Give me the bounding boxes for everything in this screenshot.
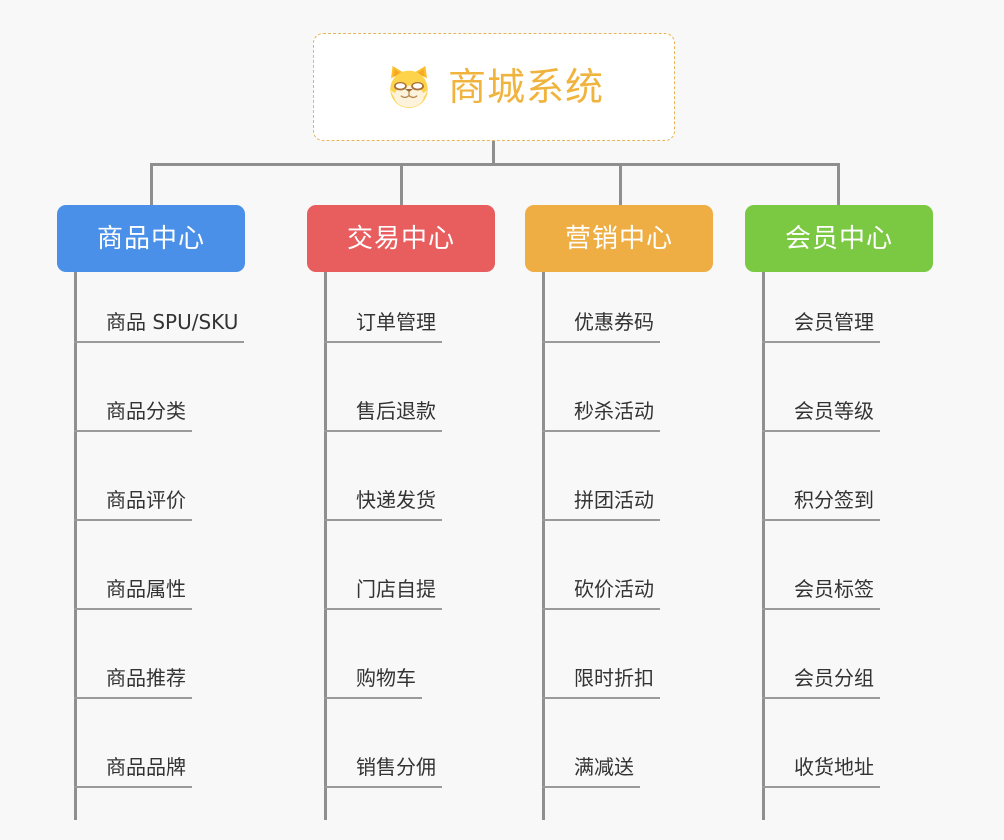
leaf-label: 积分签到 xyxy=(794,488,874,512)
leaf-label: 售后退款 xyxy=(356,399,436,423)
column-spine-3 xyxy=(542,272,545,820)
leaf-label: 商品属性 xyxy=(106,577,186,601)
leaf-label: 销售分佣 xyxy=(356,755,436,779)
leaf-label: 会员管理 xyxy=(794,310,874,334)
leaf-item[interactable]: 会员等级 xyxy=(762,401,880,432)
leaf-item[interactable]: 商品推荐 xyxy=(74,668,192,699)
root-node-title: 商城系统 xyxy=(447,65,604,109)
leaf-underline xyxy=(324,697,422,699)
leaf-item[interactable]: 收货地址 xyxy=(762,757,880,788)
leaf-item[interactable]: 满减送 xyxy=(542,757,640,788)
leaf-underline xyxy=(74,786,192,788)
root-node-content: 商城系统 xyxy=(384,62,604,112)
leaf-item[interactable]: 售后退款 xyxy=(324,401,442,432)
root-node-card[interactable]: 商城系统 xyxy=(313,33,675,141)
leaf-underline xyxy=(542,341,660,343)
leaf-underline xyxy=(542,519,660,521)
connector-drop-3 xyxy=(619,163,622,205)
column-spine-4 xyxy=(762,272,765,820)
leaf-underline xyxy=(762,786,880,788)
category-label-2: 交易中心 xyxy=(346,223,455,254)
leaf-item[interactable]: 商品属性 xyxy=(74,579,192,610)
leaf-label: 门店自提 xyxy=(356,577,436,601)
leaf-item[interactable]: 订单管理 xyxy=(324,312,442,343)
leaf-label: 商品品牌 xyxy=(106,755,186,779)
leaf-label: 商品 SPU/SKU xyxy=(106,310,239,334)
leaf-label: 收货地址 xyxy=(794,755,874,779)
leaf-underline xyxy=(762,519,880,521)
leaf-underline xyxy=(74,430,192,432)
leaf-underline xyxy=(324,430,442,432)
leaf-label: 快递发货 xyxy=(356,488,436,512)
connector-drop-1 xyxy=(150,163,153,205)
leaf-item[interactable]: 拼团活动 xyxy=(542,490,660,521)
leaf-item[interactable]: 优惠券码 xyxy=(542,312,660,343)
shiba-dog-icon xyxy=(384,62,434,112)
category-label-3: 营销中心 xyxy=(564,223,673,254)
leaf-underline xyxy=(74,608,192,610)
leaf-label: 秒杀活动 xyxy=(574,399,654,423)
leaf-underline xyxy=(542,786,640,788)
leaf-label: 限时折扣 xyxy=(574,666,654,690)
leaf-item[interactable]: 商品品牌 xyxy=(74,757,192,788)
connector-root-stem xyxy=(492,141,495,164)
leaf-label: 会员分组 xyxy=(794,666,874,690)
column-spine-1 xyxy=(74,272,77,820)
leaf-underline xyxy=(324,608,442,610)
leaf-item[interactable]: 销售分佣 xyxy=(324,757,442,788)
leaf-item[interactable]: 砍价活动 xyxy=(542,579,660,610)
leaf-item[interactable]: 会员分组 xyxy=(762,668,880,699)
leaf-item[interactable]: 会员管理 xyxy=(762,312,880,343)
category-box-3[interactable]: 营销中心 xyxy=(525,205,713,272)
leaf-label: 商品分类 xyxy=(106,399,186,423)
leaf-item[interactable]: 秒杀活动 xyxy=(542,401,660,432)
leaf-underline xyxy=(762,697,880,699)
column-spine-2 xyxy=(324,272,327,820)
leaf-underline xyxy=(324,519,442,521)
category-box-1[interactable]: 商品中心 xyxy=(57,205,245,272)
leaf-underline xyxy=(542,430,660,432)
leaf-underline xyxy=(74,519,192,521)
leaf-label: 会员等级 xyxy=(794,399,874,423)
connector-drop-2 xyxy=(400,163,403,205)
connector-drop-4 xyxy=(837,163,840,205)
leaf-item[interactable]: 商品评价 xyxy=(74,490,192,521)
leaf-item[interactable]: 商品 SPU/SKU xyxy=(74,312,244,343)
category-box-2[interactable]: 交易中心 xyxy=(307,205,495,272)
leaf-label: 砍价活动 xyxy=(574,577,654,601)
leaf-label: 优惠券码 xyxy=(574,310,654,334)
category-label-4: 会员中心 xyxy=(784,223,893,254)
leaf-underline xyxy=(324,786,442,788)
leaf-underline xyxy=(324,341,442,343)
leaf-item[interactable]: 积分签到 xyxy=(762,490,880,521)
category-label-1: 商品中心 xyxy=(96,223,205,254)
leaf-item[interactable]: 快递发货 xyxy=(324,490,442,521)
leaf-underline xyxy=(74,697,192,699)
leaf-underline xyxy=(542,697,660,699)
leaf-label: 商品评价 xyxy=(106,488,186,512)
leaf-label: 商品推荐 xyxy=(106,666,186,690)
connector-horizontal-bus xyxy=(150,163,840,166)
leaf-underline xyxy=(762,608,880,610)
leaf-label: 拼团活动 xyxy=(574,488,654,512)
leaf-item[interactable]: 购物车 xyxy=(324,668,422,699)
leaf-item[interactable]: 商品分类 xyxy=(74,401,192,432)
leaf-label: 订单管理 xyxy=(356,310,436,334)
category-box-4[interactable]: 会员中心 xyxy=(745,205,933,272)
leaf-underline xyxy=(542,608,660,610)
leaf-underline xyxy=(762,430,880,432)
leaf-label: 满减送 xyxy=(574,755,634,779)
leaf-item[interactable]: 门店自提 xyxy=(324,579,442,610)
leaf-underline xyxy=(74,341,244,343)
leaf-item[interactable]: 会员标签 xyxy=(762,579,880,610)
leaf-label: 购物车 xyxy=(356,666,416,690)
leaf-underline xyxy=(762,341,880,343)
leaf-item[interactable]: 限时折扣 xyxy=(542,668,660,699)
leaf-label: 会员标签 xyxy=(794,577,874,601)
